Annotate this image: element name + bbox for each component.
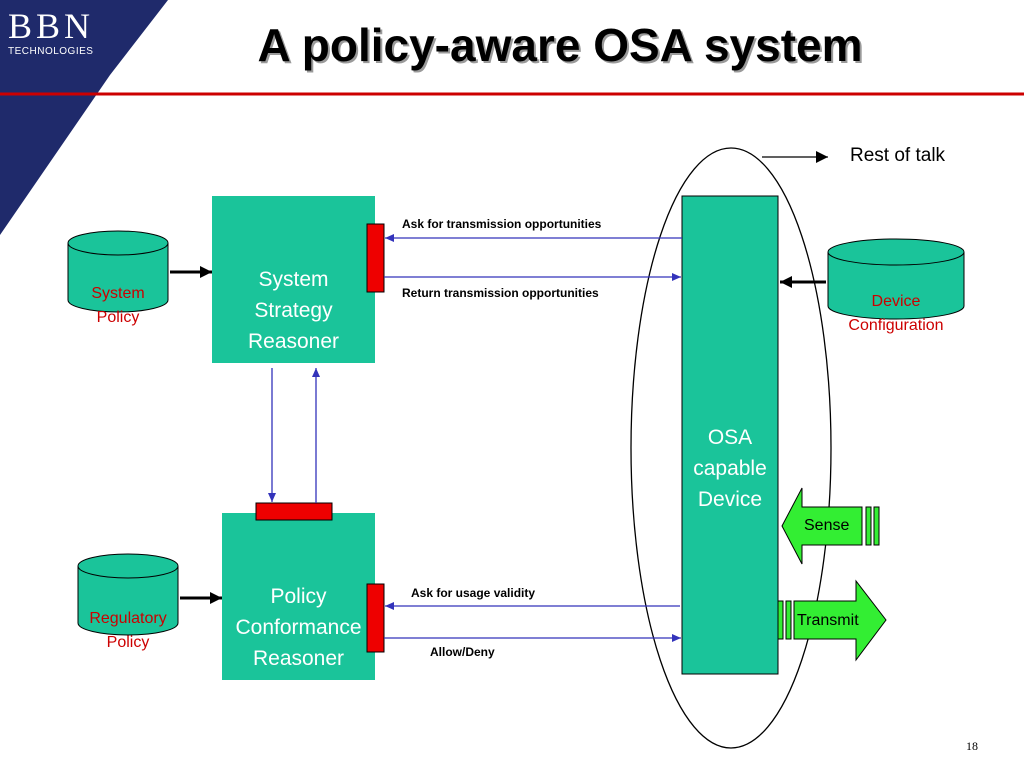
transmit-label: Transmit	[797, 612, 859, 629]
logo-corner-shape	[0, 0, 168, 235]
system-policy-label: System Policy	[68, 258, 168, 330]
rest-of-talk-label: Rest of talk	[850, 145, 946, 166]
osa-ellipse	[630, 147, 832, 749]
system-policy-cylinder	[67, 230, 169, 313]
regulatory-policy-cylinder	[77, 553, 179, 636]
policy-conformance-reasoner-label: Policy Conformance Reasoner	[212, 550, 385, 674]
allow-deny-label: Allow/Deny	[430, 645, 495, 659]
ask-usage-label: Ask for usage validity	[411, 586, 536, 600]
transmit-arrow	[777, 579, 887, 662]
device-configuration-text: Device Configuration	[848, 293, 944, 334]
sense-arrow	[781, 487, 880, 565]
return-transmission-label: Return transmission opportunities	[402, 286, 599, 300]
system-strategy-reasoner-label: System Strategy Reasoner	[212, 233, 375, 357]
osa-line-1: OSA capable Device	[693, 426, 767, 511]
logo-main-text: BBN	[8, 6, 95, 46]
page-number: 18	[966, 739, 978, 753]
ssr-line-1: System Strategy Reasoner	[247, 268, 340, 353]
sense-label: Sense	[804, 517, 850, 534]
policy-conformance-reasoner-box	[222, 513, 375, 680]
device-configuration-label: Device Configuration	[828, 266, 964, 338]
conformance-top-port	[255, 502, 333, 521]
regulatory-policy-label: Regulatory Policy	[73, 583, 183, 655]
device-configuration-cylinder	[827, 238, 965, 320]
slide-title: A policy-aware OSA system	[257, 19, 863, 71]
logo-sub-text: TECHNOLOGIES	[8, 46, 94, 57]
ask-transmission-label: Ask for transmission opportunities	[402, 217, 602, 231]
system-strategy-reasoner-box	[212, 196, 375, 363]
strategy-port	[366, 223, 385, 293]
conformance-side-port	[366, 583, 385, 653]
bbn-logo: BBN TECHNOLOGIES	[8, 8, 94, 57]
pcr-line-1: Policy Conformance Reasoner	[235, 585, 362, 670]
osa-device-label: OSA capable Device	[682, 391, 778, 515]
regulatory-policy-text: Regulatory Policy	[89, 610, 167, 651]
system-policy-text: System Policy	[91, 285, 145, 326]
osa-device-box	[681, 195, 779, 675]
